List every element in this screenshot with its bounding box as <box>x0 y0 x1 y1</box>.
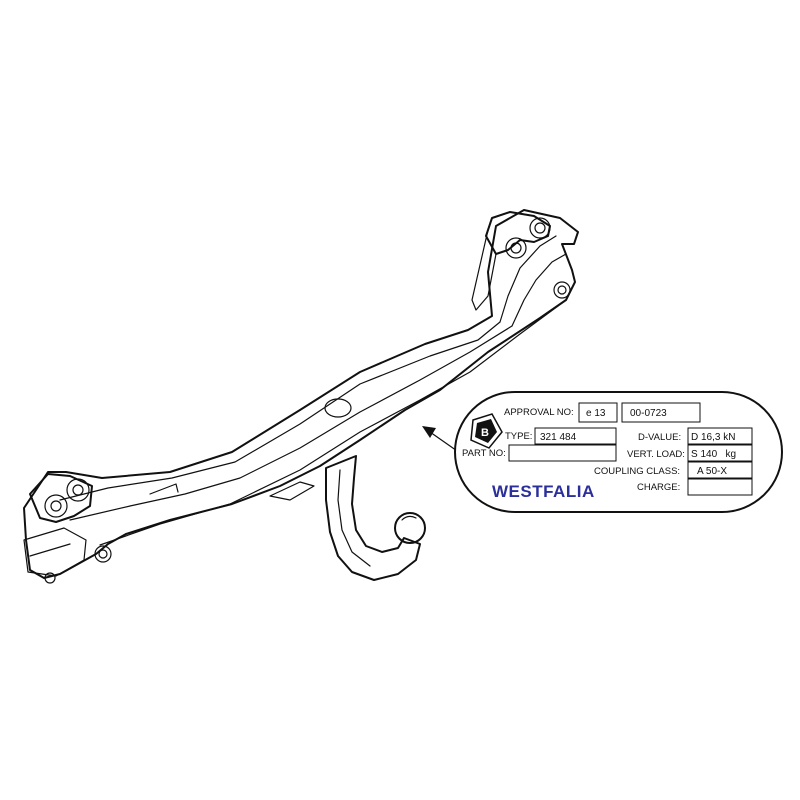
part-no-box <box>508 444 617 462</box>
westfalia-brand: WESTFALIA <box>492 482 595 501</box>
towbar-crossbeam <box>23 209 579 579</box>
coupling-class-value: A 50-X <box>697 466 727 477</box>
coupling-class-label: COUPLING CLASS: <box>594 466 680 477</box>
coupling-class-box <box>687 461 753 479</box>
d-value-box <box>687 427 753 445</box>
tow-ball-neck <box>325 455 426 581</box>
d-value-label: D-VALUE: <box>638 432 681 443</box>
charge-box <box>687 478 753 496</box>
charge-label: CHARGE: <box>637 482 680 493</box>
right-mounting-bracket <box>471 211 571 311</box>
vert-load-label: VERT. LOAD: <box>627 449 685 460</box>
type-plate: B APPROVAL NO: e 13 00-0723 TYPE: 321 48… <box>454 391 783 513</box>
part-no-label: PART NO: <box>462 448 506 459</box>
left-mounting-bracket <box>23 473 112 584</box>
type-box <box>534 427 617 445</box>
approval-prefix-box <box>578 402 618 423</box>
approval-number-value: 00-0723 <box>630 408 667 419</box>
approval-prefix-value: e 13 <box>586 408 606 419</box>
approval-b-logo: B <box>470 413 503 449</box>
logo-letter: B <box>481 427 489 439</box>
approval-number-box <box>621 402 701 423</box>
type-value: 321 484 <box>540 432 577 443</box>
d-value: D 16,3 kN <box>691 432 735 443</box>
vert-load-box <box>687 444 753 462</box>
vert-load-value: S 140 kg <box>691 449 736 460</box>
type-label: TYPE: <box>505 431 532 442</box>
approval-no-label: APPROVAL NO: <box>504 407 574 418</box>
